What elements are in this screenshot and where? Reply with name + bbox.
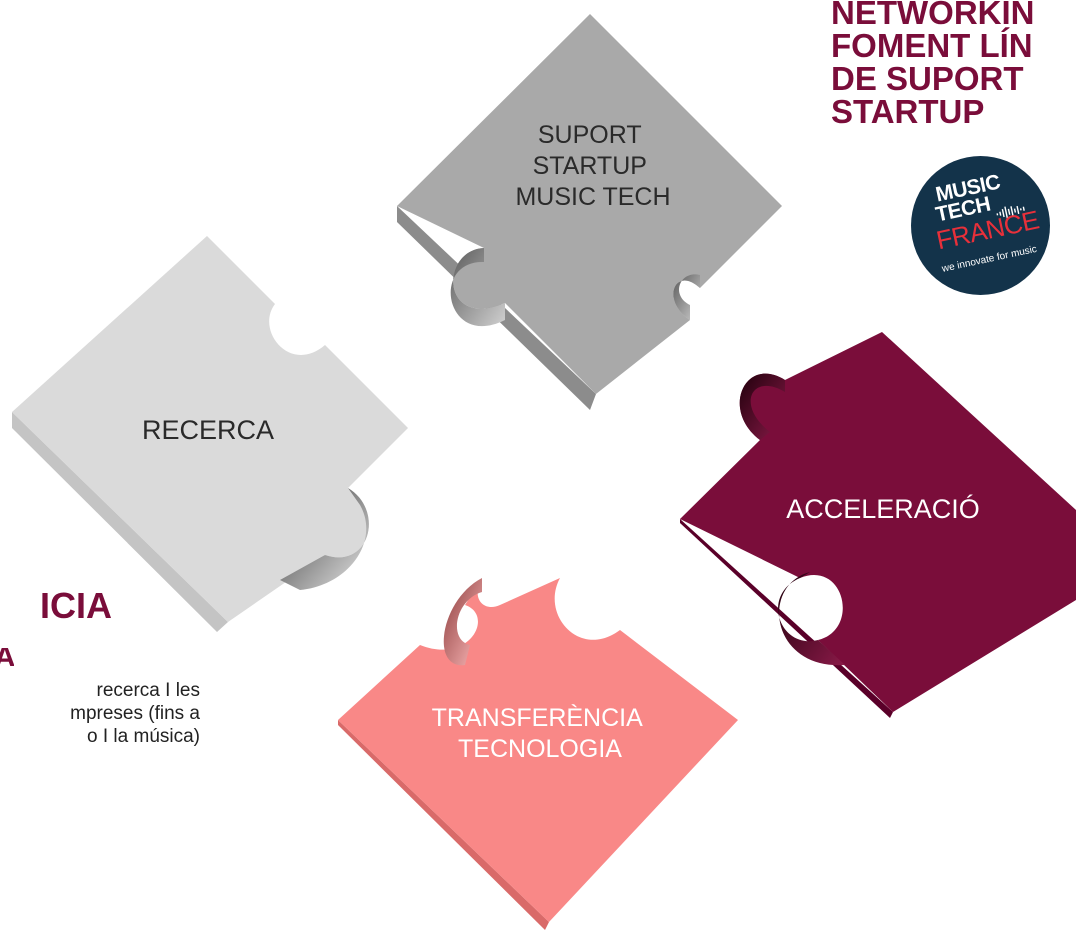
networking-heading-line-4: STARTUP [831,93,985,128]
piece-suport-knob-right [673,274,700,320]
networking-heading: NETWORKIN FOMENT LÍN DE SUPORT STARTUP [831,0,1076,128]
piece-recerca-body [12,236,408,622]
piece-transferencia-side [338,720,549,930]
piece-acceleracio: ACCELERACIÓ [680,332,1076,718]
soundwave-icon [996,205,1025,219]
networking-heading-line-3: DE SUPORT [831,60,1024,97]
piece-transferencia-line-1: TRANSFERÈNCIA [432,703,643,732]
piece-suport-line-2: STARTUP [533,152,647,180]
piece-suport-body [397,14,782,394]
transferencia-heading-line-1: ICIA [40,588,112,624]
piece-transferencia-line-2: TECNOLOGIA [458,735,622,763]
piece-suport-startup: SUPORT STARTUP MUSIC TECH [397,14,782,410]
piece-acceleracio-body [680,332,1076,712]
piece-acceleracio-knob-bottom [778,572,845,666]
piece-suport-knob-left [450,248,505,327]
transferencia-heading-fragment: A [0,648,14,666]
piece-transferencia-body [338,578,738,922]
piece-transferencia-knob [443,578,482,666]
music-tech-france-logo: MUSIC TECH FRANCE we innovate for music [911,156,1050,295]
svg-text:TRANSFERÈNCIA TECNOLOGIA: TRANSFERÈNCIA TECNOLOGIA [432,703,649,763]
piece-recerca-label: RECERCA [142,415,274,445]
piece-recerca-knob-bottom [280,488,369,590]
transferencia-heading-line-2: A [0,648,14,666]
description-line-2: mpreses (fins a [70,703,200,724]
networking-heading-line-1: NETWORKIN [831,0,1035,31]
transferencia-heading: ICIA [0,588,112,624]
piece-transferencia: TRANSFERÈNCIA TECNOLOGIA [338,578,738,930]
piece-recerca: RECERCA [12,236,408,632]
description-line-3: o I la música) [87,726,200,747]
piece-recerca-side [12,412,228,632]
svg-text:SUPORT STARTUP MUS: SUPORT STARTUP MUSIC TECH [515,121,670,211]
networking-heading-line-2: FOMENT LÍN [831,27,1033,64]
piece-suport-line-3: MUSIC TECH [515,183,670,211]
piece-suport-line-1: SUPORT [538,121,641,149]
description-line-1: recerca I les [96,680,200,701]
piece-acceleracio-knob-top [739,373,785,440]
piece-acceleracio-side [680,519,893,718]
transferencia-description: recerca I les mpreses (fins a o I la mús… [0,679,200,748]
piece-acceleracio-label: ACCELERACIÓ [786,493,980,524]
